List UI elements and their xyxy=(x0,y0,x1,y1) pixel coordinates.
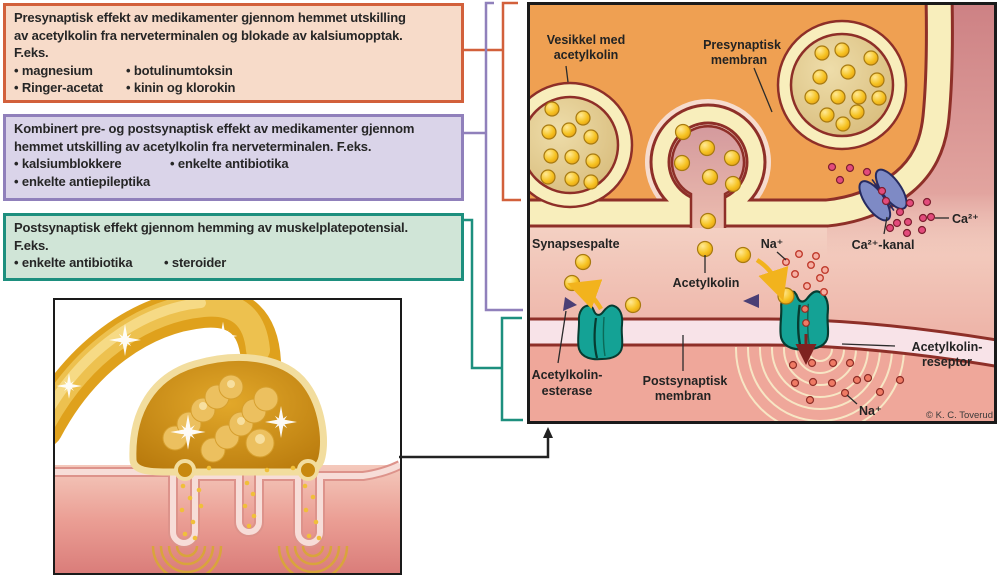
label-presynaptic-membrane: Presynaptisk xyxy=(703,38,781,52)
label-na-upper: Na⁺ xyxy=(761,237,784,251)
label-acetylcholine: Acetylkolin xyxy=(673,276,740,290)
bullet-item: • enkelte antibiotika xyxy=(14,255,133,270)
bullet-item: • magnesium xyxy=(14,62,93,78)
label-receptor: reseptor xyxy=(922,355,972,369)
inset-ripples xyxy=(151,545,349,573)
box-line: hemmet utskilling av acetylkolin fra ner… xyxy=(14,138,372,154)
label-na-lower: Na⁺ xyxy=(859,404,882,418)
extracellular-region xyxy=(827,2,997,257)
label-ca-ion: Ca²⁺ xyxy=(952,212,979,226)
bullet-item: • botulinumtoksin xyxy=(126,62,233,78)
label-synaptic-cleft: Synapsespalte xyxy=(532,237,620,251)
calcium-channel xyxy=(858,168,908,222)
box-line: F.eks. xyxy=(14,237,49,253)
sparkle-icon xyxy=(56,321,297,450)
box-line: F.eks. xyxy=(14,45,49,60)
transmitter-dots xyxy=(179,465,322,541)
ach-breakdown-arrow-icon xyxy=(567,279,603,311)
pointer-triangle-icon xyxy=(743,294,759,308)
box-line: av acetylkolin fra nerveterminalen og bl… xyxy=(14,27,403,43)
box-line: Kombinert pre- og postsynaptisk effekt a… xyxy=(14,121,415,136)
label-receptor: Acetylkolin- xyxy=(912,340,983,354)
label-ca-channel: Ca²⁺-kanal xyxy=(852,238,915,252)
ach-binding-arrow-icon xyxy=(755,258,789,301)
synapse-diagram: Vesikkel med acetylkolin Presynaptisk me… xyxy=(527,2,997,424)
vesicle-right xyxy=(776,19,908,151)
sodium-influx xyxy=(795,305,817,365)
inset-to-diagram-arrow xyxy=(399,427,553,459)
sodium-ions-upper xyxy=(781,249,830,297)
bullet-item: • kinin og klorokin xyxy=(126,80,236,95)
label-pointer-lines xyxy=(557,65,949,405)
diagram-border xyxy=(527,2,997,424)
bullet-item: • steroider xyxy=(164,255,227,270)
credit-text: © K. C. Toverud xyxy=(926,410,993,421)
bullet-item: • enkelte antibiotika xyxy=(170,156,289,171)
muscle-tissue xyxy=(55,465,400,573)
vesicle-left xyxy=(527,81,634,209)
label-esterase: Acetylkolin- xyxy=(532,368,603,382)
acetylcholine-released xyxy=(673,123,742,230)
bullet-item xyxy=(170,173,453,191)
label-presynaptic-membrane: membran xyxy=(711,53,767,67)
terminal-bouton xyxy=(129,353,327,481)
bracket-presynaptic xyxy=(461,1,521,202)
sodium-ions-lower xyxy=(788,358,905,405)
info-box-presynaptic: Presynaptisk effekt av medikamenter gjen… xyxy=(3,3,464,103)
box-line: Postsynaptisk effekt gjennom hemming av … xyxy=(14,220,408,235)
info-box-combined: Kombinert pre- og postsynaptisk effekt a… xyxy=(3,114,464,201)
label-esterase: esterase xyxy=(542,384,593,398)
bracket-postsynaptic xyxy=(461,218,523,422)
bullet-item: • enkelte antiepileptika xyxy=(14,173,151,189)
acetylcholinesterase xyxy=(577,304,624,361)
bracket-combined xyxy=(461,1,523,312)
label-postsynaptic-membrane: membran xyxy=(655,389,711,403)
acetylcholine-cleft xyxy=(563,240,752,314)
postjunctional-folds xyxy=(55,460,400,548)
neuromuscular-junction-inset xyxy=(53,298,402,575)
label-vesicle: Vesikkel med xyxy=(547,33,626,47)
label-vesicle: acetylkolin xyxy=(554,48,619,62)
bullet-item: • kalsiumblokkere xyxy=(14,156,122,171)
box-line: Presynaptisk effekt av medikamenter gjen… xyxy=(14,10,406,25)
info-box-postsynaptic: Postsynaptisk effekt gjennom hemming av … xyxy=(3,213,464,281)
label-postsynaptic-membrane: Postsynaptisk xyxy=(643,374,728,388)
calcium-ions xyxy=(827,162,936,238)
axon xyxy=(55,300,281,444)
bullet-item: • Ringer-acetat xyxy=(14,80,103,95)
